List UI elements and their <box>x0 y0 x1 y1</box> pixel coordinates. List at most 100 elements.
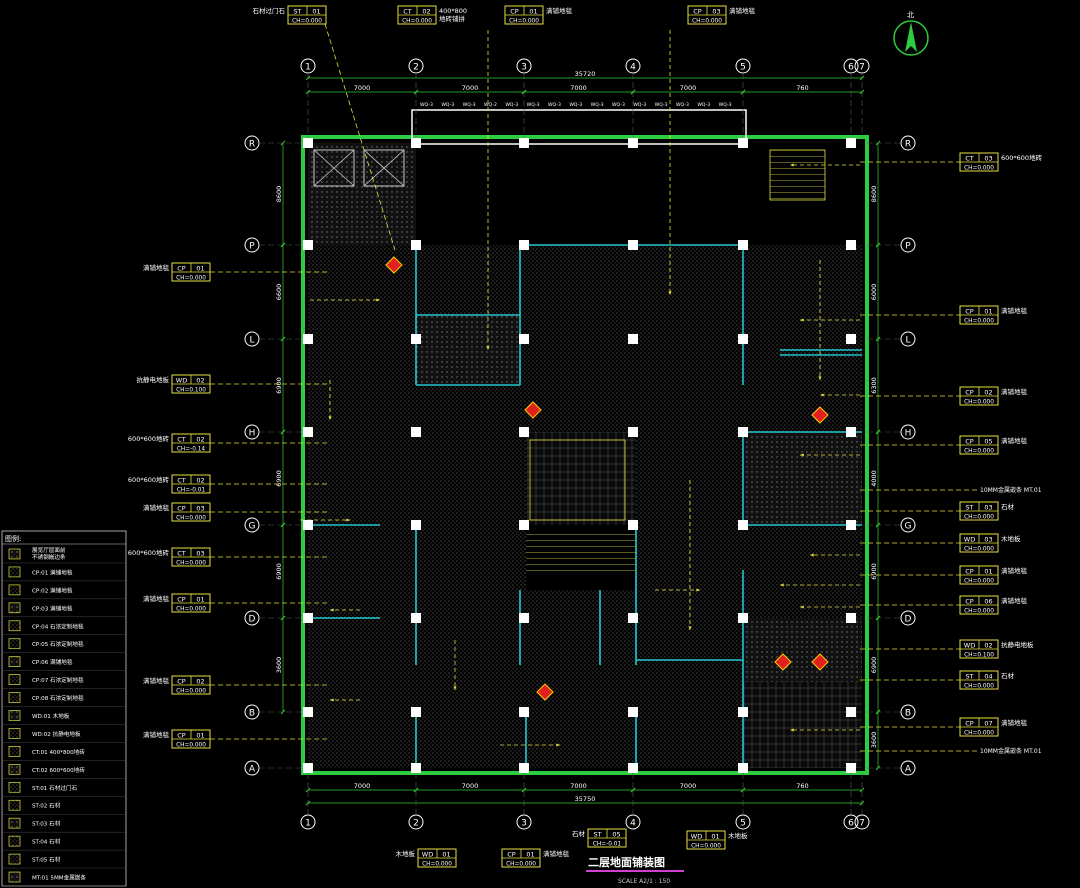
column <box>519 138 529 148</box>
column <box>519 334 529 344</box>
axis-label: R <box>249 140 255 150</box>
tag-label: 600*600地砖 <box>128 434 170 443</box>
column <box>846 613 856 623</box>
tag-height: CH=0.000 <box>506 862 536 868</box>
column <box>303 763 313 773</box>
tag-label: 满铺地毯 <box>729 6 756 15</box>
tag-height: CH=-0.01 <box>177 488 206 494</box>
wq-label: WQ-2 <box>484 102 497 108</box>
tag-number: 04 <box>984 673 992 681</box>
axis-label: 5 <box>740 63 746 73</box>
axis-label: P <box>905 242 911 252</box>
column <box>738 427 748 437</box>
floor-zone <box>308 143 416 245</box>
dimension-text: 6600 <box>275 284 283 301</box>
drawing-title: 二层地面铺装图 <box>588 855 665 869</box>
column <box>738 763 748 773</box>
tag-code: CT <box>177 550 186 558</box>
column <box>628 520 638 530</box>
floor-zone <box>308 712 416 768</box>
tag-height: CH=0.000 <box>964 731 994 737</box>
wq-label: WQ-3 <box>633 102 646 108</box>
legend-item: CP:03 满铺地毯 <box>2 602 126 617</box>
column <box>738 707 748 717</box>
tag-label: 满铺地毯 <box>1001 306 1028 315</box>
tag-code: CP <box>965 308 974 316</box>
tag-height: CH=0.000 <box>176 689 206 695</box>
legend-label: ST:02 石材 <box>32 802 61 810</box>
axis-label: L <box>905 336 910 346</box>
dimension-text: 4000 <box>870 470 878 487</box>
tag-code: CT <box>403 8 412 16</box>
tag-code: CP <box>510 8 519 16</box>
tag-label: 抗静电地板 <box>1001 640 1034 649</box>
legend-swatch <box>8 764 21 775</box>
column <box>846 138 856 148</box>
column <box>303 613 313 623</box>
tag-number: 03 <box>984 536 992 544</box>
column <box>738 520 748 530</box>
dimension-text: 6300 <box>870 377 878 394</box>
legend-item: CP:04 石浓定制地毯 <box>2 620 126 635</box>
axis-label: G <box>905 522 912 532</box>
trim-note: 10MM金属嵌条 MT.01 <box>980 486 1042 494</box>
column <box>846 334 856 344</box>
dimension-text: 7000 <box>570 84 587 92</box>
floor-zone <box>743 618 862 682</box>
axis-label: H <box>905 429 912 439</box>
legend-swatch <box>8 817 21 829</box>
legend-label: CP:07 石浓定制地毯 <box>32 676 84 684</box>
legend-swatch <box>8 710 21 721</box>
floor-zone <box>526 530 636 575</box>
column <box>628 138 638 148</box>
dimension-text: 3600 <box>275 657 283 674</box>
tag-number: 06 <box>984 598 992 606</box>
tag-label: 满铺地毯 <box>143 730 170 739</box>
tag-code: CT <box>965 155 974 163</box>
wq-label: WQ-3 <box>463 102 476 108</box>
tag-code: ST <box>593 831 601 839</box>
drawing-scale: SCALE A2/1 : 150 <box>618 878 670 885</box>
tag-number: 01 <box>196 732 204 740</box>
legend-item: CT:02 600*600地砖 <box>2 764 126 779</box>
tag-height: CH=0.000 <box>964 547 994 553</box>
tag-height: CH=0.000 <box>292 19 322 25</box>
axis-bubble <box>900 331 916 347</box>
dimension-text: 35720 <box>575 70 596 78</box>
dimension-text: 6900 <box>870 657 878 674</box>
legend-label: WD:01 木地板 <box>32 712 70 720</box>
tag-number: 01 <box>984 308 992 316</box>
column <box>738 240 748 250</box>
